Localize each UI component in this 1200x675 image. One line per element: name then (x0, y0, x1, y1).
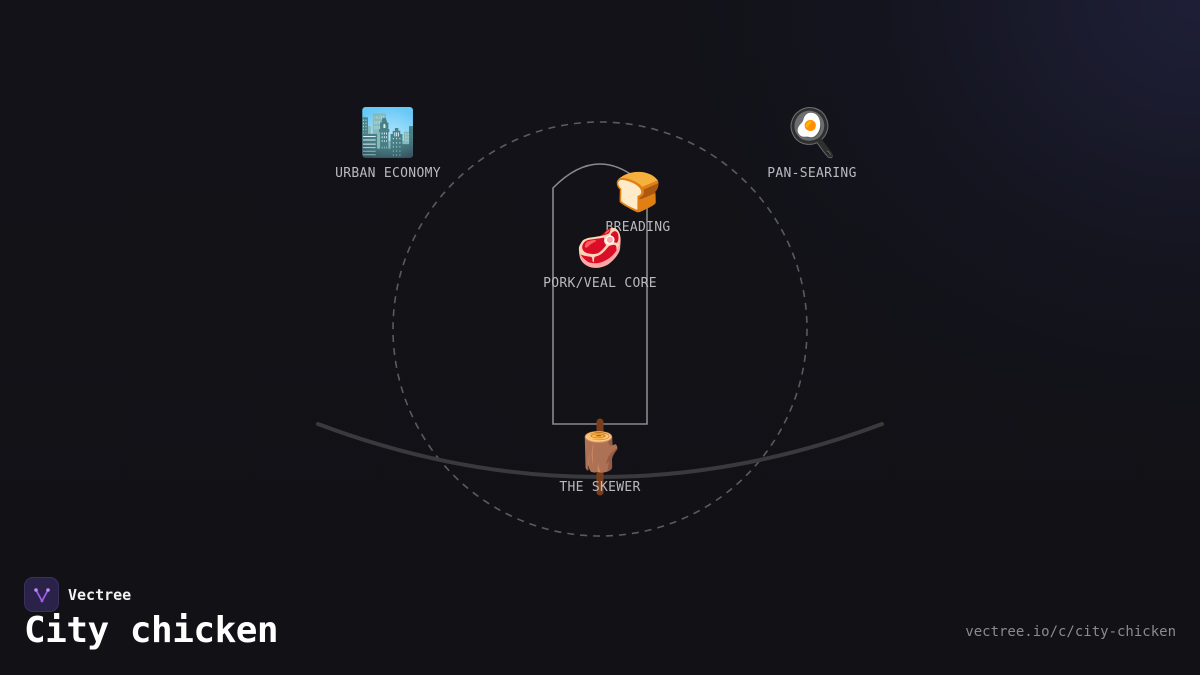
node-label: BREADING (605, 220, 671, 235)
frying-pan-icon: 🍳 (783, 105, 841, 159)
brand[interactable]: Vectree (24, 577, 131, 612)
node-urban-economy: 🏙️ URBAN ECONOMY (335, 104, 441, 181)
tree-icon (24, 577, 59, 612)
wood-log-icon: 🪵 (576, 430, 624, 474)
page-title: City chicken (24, 610, 279, 651)
node-breading: 🍞 BREADING (605, 170, 670, 235)
node-label: PAN-SEARING (767, 166, 857, 181)
brand-name: Vectree (68, 585, 132, 604)
page-url-link[interactable]: vectree.io/c/city-chicken (965, 624, 1176, 640)
node-label: PORK/VEAL CORE (543, 276, 657, 291)
meat-icon: 🥩 (576, 226, 624, 270)
bread-icon: 🍞 (614, 170, 662, 214)
cityscape-icon: 🏙️ (359, 105, 417, 159)
dashed-circle (392, 121, 808, 537)
node-pan-searing: 🍳 PAN-SEARING (767, 104, 856, 181)
node-label: THE SKEWER (559, 480, 641, 495)
arch-outline (552, 163, 648, 425)
node-pork-veal-core: 🥩 PORK/VEAL CORE (543, 226, 657, 291)
node-label: URBAN ECONOMY (335, 166, 441, 181)
node-the-skewer: 🪵 THE SKEWER (559, 430, 640, 495)
